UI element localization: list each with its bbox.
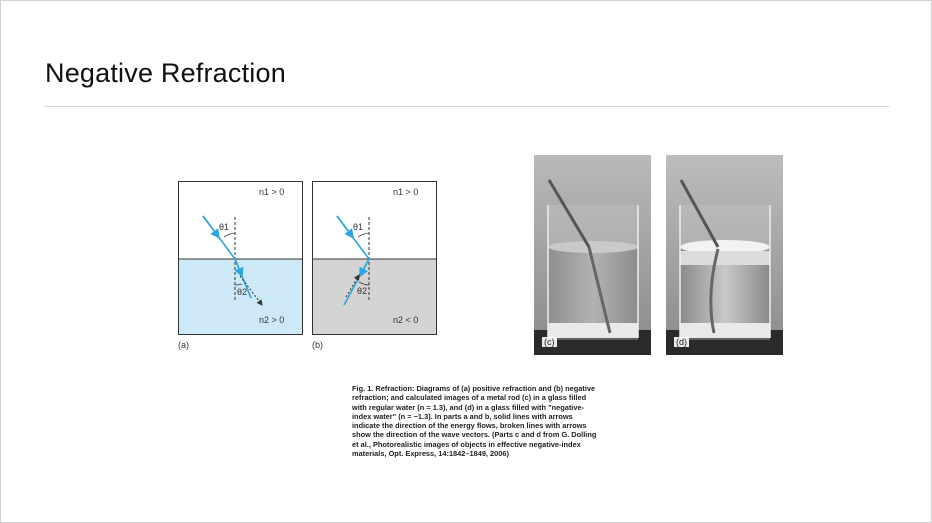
theta1-label: θ1 xyxy=(219,222,230,232)
bottom-index-label: n2 > 0 xyxy=(259,315,285,325)
wave-vector-line xyxy=(345,274,360,298)
refracted-arrow xyxy=(234,258,244,278)
photo-d-label: (d) xyxy=(674,337,689,347)
photo-c-label: (c) xyxy=(542,337,557,347)
top-index-label: n1 > 0 xyxy=(393,187,419,197)
top-index-label: n1 > 0 xyxy=(259,187,285,197)
theta2-arc xyxy=(234,283,243,286)
diagram-positive-refraction: n1 > 0 θ1 θ2 n2 > 0 xyxy=(178,181,303,335)
incident-arrow xyxy=(202,215,220,239)
theta1-arc xyxy=(223,232,236,238)
theta1-arc xyxy=(357,232,370,238)
lower-medium xyxy=(313,259,436,334)
figure-caption: Fig. 1. Refraction: Diagrams of (a) posi… xyxy=(352,384,602,458)
glass-rod-image-d xyxy=(666,155,783,355)
diagram-negative-refraction: n1 > 0 θ1 θ2 n2 < 0 xyxy=(312,181,437,335)
photo-regular-water: (c) xyxy=(534,155,651,355)
refracted-arrow xyxy=(359,258,370,278)
diagram-a-label: (a) xyxy=(178,340,189,350)
theta2-label: θ2 xyxy=(237,287,248,297)
photo-negative-index-water: (d) xyxy=(666,155,783,355)
incident-arrow xyxy=(336,215,354,239)
title-divider xyxy=(45,106,889,107)
glass-rod-image-c xyxy=(534,155,651,355)
slide-title: Negative Refraction xyxy=(45,58,286,88)
theta1-label: θ1 xyxy=(353,222,364,232)
theta2-label: θ2 xyxy=(357,286,368,296)
caption-text: Fig. 1. Refraction: Diagrams of (a) posi… xyxy=(352,384,597,459)
diagram-a-graphic xyxy=(178,215,303,306)
diagram-b-graphic xyxy=(312,215,437,306)
diagram-b-label: (b) xyxy=(312,340,323,350)
bottom-index-label: n2 < 0 xyxy=(393,315,419,325)
theta2-arc xyxy=(358,281,370,286)
